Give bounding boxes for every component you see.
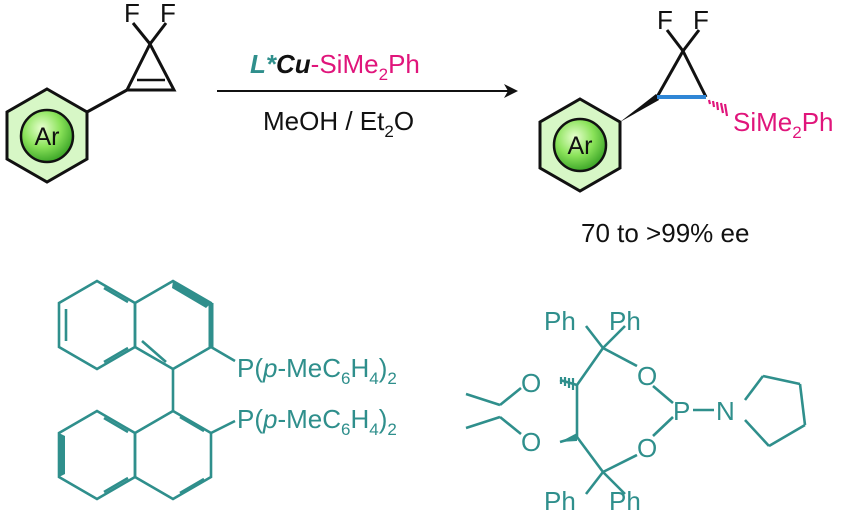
product-f-bond-right [681,29,701,52]
taddol-wedge-bond [560,433,577,442]
product-fluorine-right: F [693,5,709,35]
lower-naphthalene-right-ring [133,409,213,501]
enantioselectivity-label: 70 to >99% ee [581,218,749,248]
ph-label-1: Ph [544,306,576,336]
nitrogen-label: N [716,396,735,426]
lower-p-bond [210,419,236,435]
o-label-dioxolane-top: O [521,368,541,398]
reactant-fluorine-right: F [160,0,176,28]
product-ar-label: Ar [568,132,593,160]
upper-naphthalene-left-ring [57,279,137,371]
o-label-ring-bottom: O [637,433,657,463]
binap-lower-phosphine: P(p-MeC6H4)2 [237,404,397,439]
reactant-fluorine-left: F [124,0,140,28]
reaction-arrow-head [504,84,518,98]
lower-bold-bond [59,433,65,477]
copper-symbol: Cu [276,49,311,79]
catalyst-label: L*Cu-SiMe2Ph [250,49,420,84]
catalyst-silyl-sub: 2 [379,65,388,84]
o-label-dioxolane-bottom: O [521,427,541,457]
solvent-label: MeOH / Et2O [263,106,414,141]
product-f-bond-left [665,29,685,52]
cyclopropane-left-edge [655,50,685,98]
binap-ligand [57,279,236,501]
product-silyl-group: SiMe2Ph [733,107,834,142]
ligand-symbol: L* [250,49,278,79]
binap-upper-phosphine: P(p-MeC6H4)2 [237,353,397,388]
phosphorus-label: P [673,396,690,426]
upper-p-bond [210,345,236,363]
ph-label-3: Ph [544,486,576,516]
product-molecule: Ar F F SiMe2Ph [538,5,834,193]
lower-naphthalene-left-ring [57,409,137,501]
ph-label-2: Ph [609,306,641,336]
solvent-text: MeOH / Et [263,106,385,136]
upper-bold-bond [172,281,211,308]
reactant-ar-ball [19,108,75,164]
reactant-f-bond-left [131,22,152,45]
reactant-molecule: Ar F F [5,0,177,184]
cyclopropane-right-edge [681,50,708,98]
product-silyl-text: SiMe [733,107,792,137]
catalyst-silyl: SiMe [319,49,378,79]
ph-label-4: Ph [609,486,641,516]
cyclopropene-ring [124,40,177,92]
product-silyl-tail: Ph [802,107,834,137]
reaction-arrow-group: L*Cu-SiMe2Ph MeOH / Et2O [217,49,518,141]
product-silyl-sub: 2 [792,123,801,142]
reactant-f-bond-right [148,22,168,45]
product-hashed-bond [707,99,729,117]
catalyst-dash: - [311,49,320,79]
methyl-bond-bottom [465,415,501,430]
upper-naphthalene-right-ring [133,279,213,371]
solvent-tail: O [394,106,414,136]
reactant-ar-label: Ar [35,123,60,151]
reactant-aryl-bond [86,88,128,114]
product-fluorine-left: F [657,5,673,35]
methyl-bond-top [465,392,501,407]
solvent-sub: 2 [384,122,393,141]
product-ar-ball [552,117,608,173]
taddol-ligand [465,325,807,495]
product-wedge-bond [620,94,659,122]
taddol-hashed-bond [559,377,575,390]
catalyst-silyl-tail: Ph [388,49,420,79]
o-label-ring-top: O [637,361,657,391]
taddol-atom-labels: Ph Ph Ph Ph O O O O P N [521,306,735,516]
